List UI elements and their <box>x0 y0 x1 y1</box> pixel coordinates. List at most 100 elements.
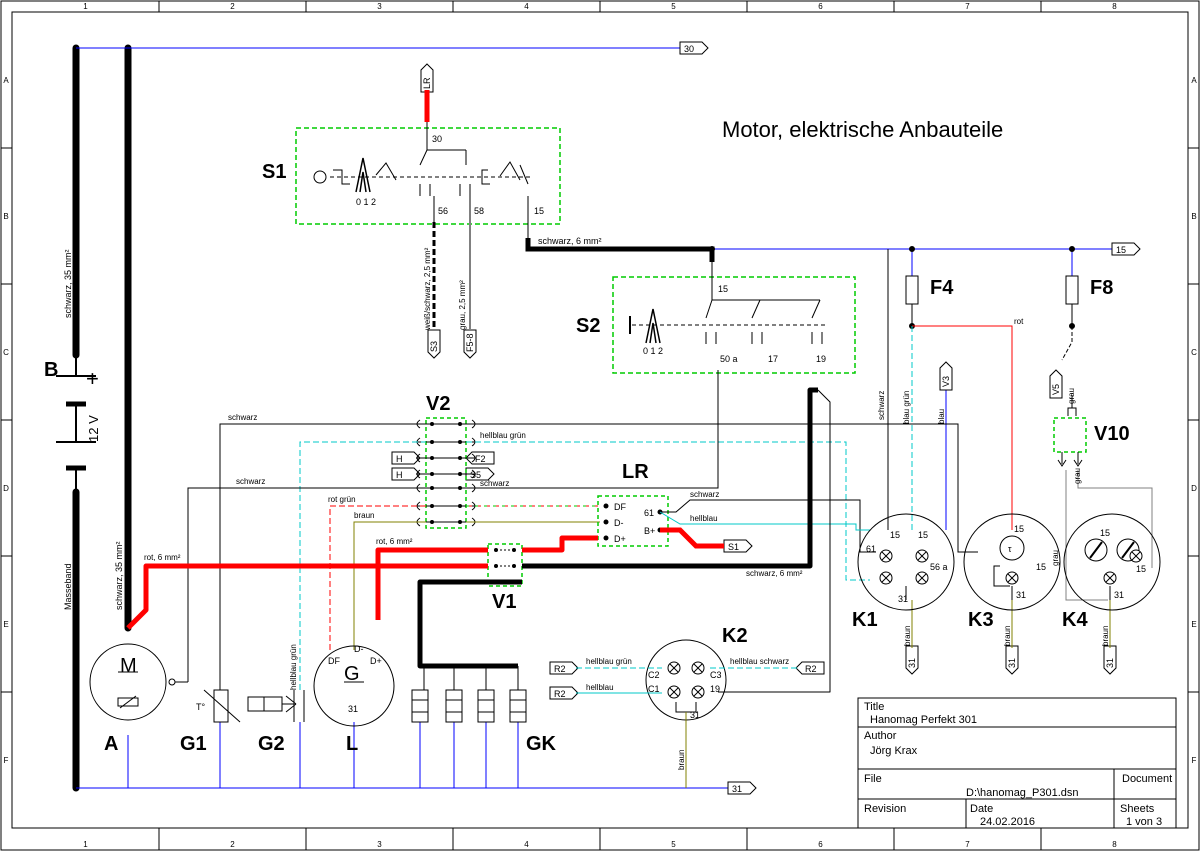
power-wires <box>126 387 831 693</box>
v2-pin <box>430 456 434 460</box>
glow-plug <box>445 689 463 723</box>
wire-label-k2-hbs: hellblau schwarz <box>730 657 789 666</box>
tb-revision-label: Revision <box>864 803 906 815</box>
grid-row-label: D <box>1191 484 1197 493</box>
connector-label: S3 <box>429 341 439 352</box>
grid-col-label: 7 <box>965 2 970 11</box>
indicator-lamp <box>691 685 705 699</box>
offpage-connector: 31 <box>905 645 919 675</box>
v2-pin <box>430 440 434 444</box>
label-V10: V10 <box>1094 423 1130 445</box>
v2-box <box>425 417 467 529</box>
k3-31: 31 <box>1016 590 1026 600</box>
v2-pin <box>458 456 462 460</box>
k2-c2: C2 <box>648 670 660 680</box>
k2-c3: C3 <box>710 670 722 680</box>
s1-term-15: 15 <box>534 206 544 216</box>
grid-row-label: E <box>3 620 8 629</box>
right-wiring <box>887 249 1153 648</box>
wire-label-schwarz6b: schwarz, 6 mm² <box>746 569 803 578</box>
connector-label: 15 <box>1116 245 1126 255</box>
offpage-connector: R2 <box>549 686 579 700</box>
grid-row-label: C <box>3 348 9 357</box>
wire-label-k2-braun: braun <box>677 750 686 770</box>
wire-label-schwarz-a: schwarz <box>228 413 257 422</box>
connector-label: 31 <box>732 784 742 794</box>
s2-box <box>612 276 856 374</box>
drawing-title: Motor, elektrische Anbauteile <box>722 117 1003 142</box>
v10-box <box>1053 417 1087 453</box>
lr-box <box>597 495 669 547</box>
v1-box <box>487 543 523 587</box>
indicator-lamp <box>1005 571 1019 585</box>
s1-term-56: 56 <box>438 206 448 216</box>
wire-label-blaugruen: blau grün <box>902 391 911 424</box>
gen-dm: D- <box>354 644 364 654</box>
label-K3: K3 <box>968 609 994 631</box>
indicator-lamp <box>879 549 893 563</box>
k3-instrument <box>963 513 1061 611</box>
label-F8: F8 <box>1090 277 1113 299</box>
v2-pin-socket <box>416 469 421 479</box>
indicator-lamp <box>667 661 681 675</box>
k2-c1: C1 <box>648 684 660 694</box>
v2-pin <box>430 504 434 508</box>
grid-row-label: F <box>1192 756 1197 765</box>
s2-term-15: 15 <box>718 284 728 294</box>
wire-label-braun-k1: braun <box>903 626 912 646</box>
label-F4: F4 <box>930 277 954 299</box>
label-K2: K2 <box>722 625 748 647</box>
k3-15: 15 <box>1014 524 1024 534</box>
grid-row-label: C <box>1191 348 1197 357</box>
offpage-connector: V5 <box>1049 369 1063 399</box>
title-block <box>857 697 1177 829</box>
offpage-connector: R2 <box>795 661 825 675</box>
offpage-connector: LR <box>420 63 434 93</box>
tb-sheets-label: Sheets <box>1120 803 1155 815</box>
grid-col-label: 6 <box>818 2 823 11</box>
wire-label-braun-k4: braun <box>1101 626 1110 646</box>
k2-19: 19 <box>710 684 720 694</box>
k2-wires <box>576 667 800 694</box>
k2-instrument <box>645 639 727 788</box>
s2-term-50a: 50 a <box>720 354 738 364</box>
grid-col-label: 4 <box>524 2 529 11</box>
s1-box <box>295 127 561 225</box>
gen-df: DF <box>328 656 340 666</box>
connector-label: 31 <box>1105 658 1115 668</box>
indicator-lamp <box>1103 571 1117 585</box>
battery-voltage: 12 V <box>86 415 101 442</box>
tb-date-label: Date <box>970 803 993 815</box>
k1-61: 61 <box>866 544 876 554</box>
grid-col-label: 3 <box>377 2 382 11</box>
grid-col-label: 1 <box>83 2 88 11</box>
k1-56a: 56 a <box>930 562 948 572</box>
wire-label-rot6b: rot, 6 mm² <box>376 537 413 546</box>
offpage-connector: H <box>391 467 421 481</box>
v2-wires <box>187 370 978 690</box>
k4-15b: 15 <box>1136 564 1146 574</box>
wire-label-masseband: Masseband <box>63 563 73 610</box>
grid-col-label: 4 <box>524 840 529 849</box>
wire-label-braun: braun <box>354 511 374 520</box>
v2-pin <box>458 520 462 524</box>
wire-label-k2-hb: hellblau <box>586 683 614 692</box>
v2-pin <box>430 422 434 426</box>
v2-pin <box>430 486 434 490</box>
grid-col-label: 7 <box>965 840 970 849</box>
gen-31: 31 <box>348 704 358 714</box>
gen-g: G <box>344 663 360 685</box>
grid-col-label: 5 <box>671 840 676 849</box>
tb-title-label: Title <box>864 701 884 713</box>
tb-author-label: Author <box>864 730 897 742</box>
s1-outputs <box>432 222 715 330</box>
tb-date-value: 24.02.2016 <box>980 816 1035 828</box>
k3-15b: 15 <box>1036 562 1046 572</box>
grid-row-label: D <box>3 484 9 493</box>
connector-label: S5 <box>470 470 481 480</box>
label-K4: K4 <box>1062 609 1088 631</box>
v2-pin <box>458 422 462 426</box>
s2-term-19: 19 <box>816 354 826 364</box>
offpage-connector: F5-8 <box>463 329 477 359</box>
